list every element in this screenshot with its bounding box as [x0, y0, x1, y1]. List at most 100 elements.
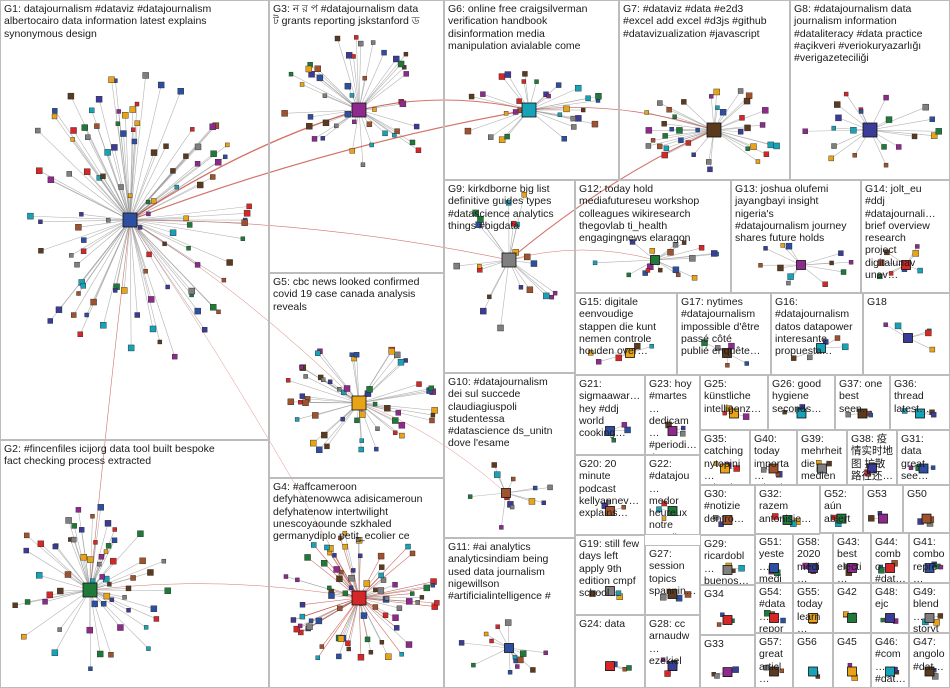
node-g1: [223, 154, 228, 160]
hub-node-g29: [722, 565, 733, 575]
edge-g3: [348, 55, 360, 111]
node-g3: [288, 71, 294, 77]
node-g10: [528, 498, 536, 505]
node-g4: [306, 623, 313, 630]
node-g2: [104, 520, 112, 527]
node-g12: [649, 248, 656, 254]
edge-g3: [358, 73, 407, 111]
node-g4: [293, 625, 301, 633]
edge-g2: [23, 589, 91, 637]
node-g12: [698, 245, 705, 251]
node-g3: [334, 123, 339, 129]
node-g1: [134, 312, 141, 318]
node-g2: [93, 540, 98, 545]
hub-node-g8: [862, 122, 878, 138]
node-g2: [103, 592, 111, 600]
node-g1: [106, 218, 111, 223]
edge-g15: [598, 352, 631, 363]
node-g1: [36, 167, 43, 174]
edge-g6: [528, 109, 596, 125]
edge-g3: [358, 63, 402, 111]
edge-g4: [358, 597, 402, 655]
hub-node-g41: [924, 563, 935, 573]
node-g3: [334, 35, 341, 42]
cross-edge-g1-g9: [129, 219, 510, 261]
node-g7: [663, 145, 670, 152]
node-g3: [370, 40, 376, 45]
node-g7: [744, 124, 751, 132]
node-g9: [549, 294, 555, 300]
node-g49: [937, 613, 944, 619]
hub-node-g25: [729, 408, 739, 419]
node-g5: [372, 401, 378, 407]
edge-g13: [765, 248, 802, 266]
node-g4: [337, 605, 343, 612]
hub-node-g22: [667, 506, 678, 516]
edge-g1: [114, 147, 131, 221]
node-g11: [458, 640, 465, 646]
node-g4: [290, 617, 297, 623]
edge-g3: [337, 38, 360, 111]
node-g7: [737, 88, 744, 94]
node-g1: [142, 72, 149, 79]
node-g3: [307, 114, 314, 120]
node-g4: [327, 585, 332, 591]
node-g6: [464, 127, 472, 135]
node-g6: [555, 82, 562, 88]
node-g2: [107, 582, 112, 587]
node-g5: [354, 417, 360, 424]
node-g4: [358, 553, 363, 559]
edge-g1: [129, 129, 134, 221]
node-g11: [471, 662, 476, 668]
node-g4: [394, 625, 400, 631]
edge-g9: [456, 259, 510, 267]
node-g4: [396, 605, 403, 611]
node-g1: [84, 134, 91, 140]
node-g9: [477, 264, 482, 269]
node-g4: [360, 612, 368, 619]
node-g5: [299, 364, 304, 370]
node-g12: [676, 272, 681, 278]
node-g15: [615, 354, 622, 362]
node-g1: [116, 109, 121, 114]
node-g2: [24, 599, 31, 605]
edge-g5: [319, 402, 360, 451]
node-g1: [118, 184, 124, 190]
node-g2: [103, 549, 109, 554]
node-g4: [385, 653, 392, 660]
node-g3: [366, 121, 373, 127]
node-g29: [738, 565, 745, 572]
node-g2: [112, 527, 117, 532]
node-g1: [127, 193, 133, 199]
node-g4: [380, 577, 387, 583]
node-g23: [680, 425, 686, 431]
node-g3: [345, 52, 353, 59]
node-g22: [656, 506, 662, 512]
node-g26: [782, 409, 787, 415]
node-g5: [287, 398, 295, 406]
hub-node-g9: [501, 252, 517, 268]
node-g6: [521, 79, 527, 84]
node-g6: [503, 111, 509, 116]
node-g6: [504, 133, 510, 140]
node-g1: [27, 212, 34, 220]
hub-node-g48: [885, 613, 895, 623]
node-g1: [100, 322, 107, 329]
node-g5: [430, 412, 436, 418]
node-g1: [246, 203, 252, 210]
node-g3: [369, 142, 374, 148]
node-g17: [725, 363, 730, 368]
node-g5: [316, 446, 323, 454]
edge-g4: [348, 597, 360, 650]
hub-node-g28: [667, 661, 678, 671]
node-g3: [402, 65, 407, 70]
node-g5: [337, 387, 342, 392]
node-g4: [405, 543, 411, 550]
edge-g12: [654, 253, 715, 261]
node-g4: [336, 575, 343, 582]
node-g7: [715, 105, 720, 110]
edge-g7: [713, 129, 767, 155]
node-g12: [672, 266, 680, 273]
node-g10: [541, 500, 546, 505]
node-g11: [513, 658, 518, 664]
